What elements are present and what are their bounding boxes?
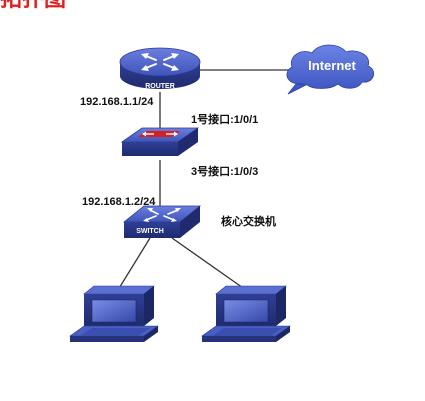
internet-label: Internet: [308, 58, 356, 73]
pc-left-icon[interactable]: [69, 285, 159, 342]
pc-right-icon[interactable]: [201, 285, 291, 342]
port-1-label: 1号接口:1/0/1: [191, 114, 259, 126]
router-ip-label: 192.168.1.1/24: [80, 96, 154, 108]
link-switch-pc-left: [117, 237, 151, 291]
internet-cloud-icon[interactable]: Internet: [286, 44, 375, 95]
link-switch-pc-right: [171, 237, 247, 291]
switch-ip-label: 192.168.1.2/24: [82, 196, 156, 208]
router-icon[interactable]: ROUTER: [119, 47, 201, 90]
core-switch-icon[interactable]: SWITCH: [122, 205, 202, 238]
switch-label: SWITCH: [136, 228, 164, 235]
diagram-heading: 拓扑图: [0, 0, 66, 12]
network-links: [117, 69, 292, 291]
router-label: ROUTER: [145, 83, 175, 90]
firewall-icon[interactable]: [120, 127, 200, 156]
port-3-label: 3号接口:1/0/3: [191, 166, 259, 178]
core-switch-caption: 核心交换机: [221, 216, 276, 228]
